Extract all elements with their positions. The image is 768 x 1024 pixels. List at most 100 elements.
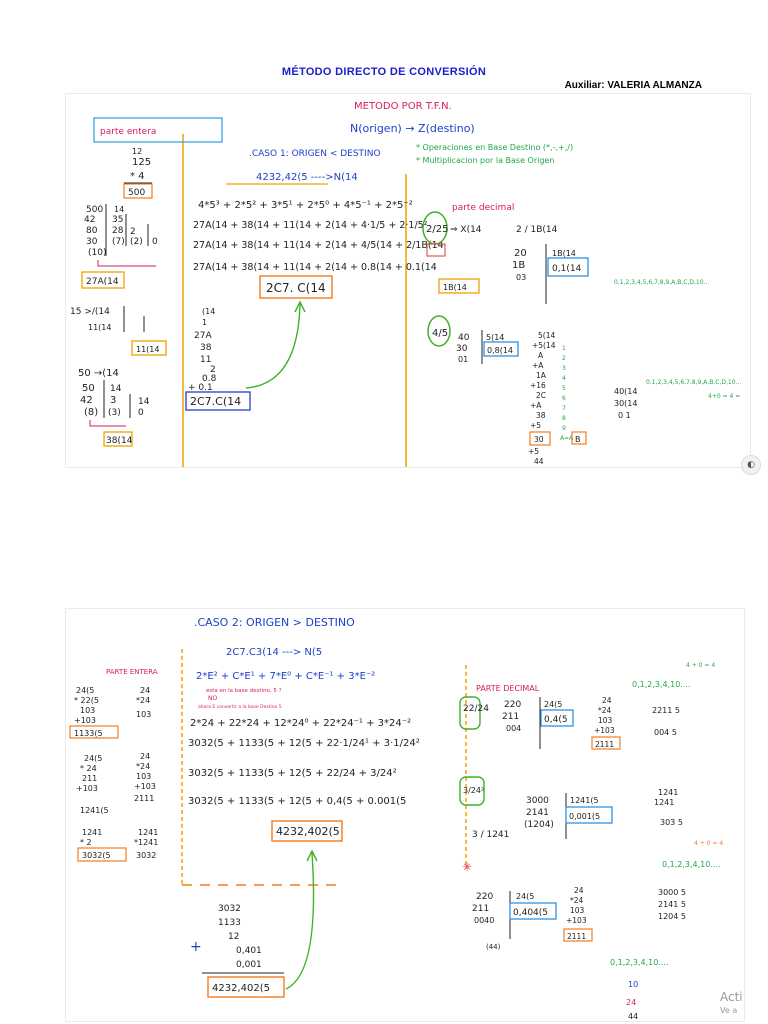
board1-conversion: 4232,42(5 ---->N(14 bbox=[256, 172, 358, 183]
sum-line: 1 bbox=[202, 318, 207, 327]
svg-text:+103: +103 bbox=[134, 782, 156, 791]
board1-result: 2C7. C(14 bbox=[266, 281, 326, 295]
q50: 3 bbox=[110, 395, 116, 406]
frac3: 3 / 1241 bbox=[472, 830, 509, 840]
divisor: 14 bbox=[138, 397, 150, 407]
q50: (3) bbox=[108, 408, 121, 418]
div2-result: 0,8(14 bbox=[487, 346, 513, 355]
sum-line: 12 bbox=[228, 932, 239, 942]
calc-l50: 50 →(14 bbox=[78, 368, 119, 379]
frac-45: 4/5 bbox=[432, 328, 448, 339]
board2-left-calc2: 24 *24 103 24 *24 103 +103 2111 1241 *12… bbox=[134, 686, 158, 860]
q: (2) bbox=[130, 237, 143, 247]
div2-d: 1241(5 bbox=[570, 796, 599, 805]
div-val: 03 bbox=[516, 273, 526, 282]
whiteboard-2-drawing: .CASO 2: ORIGEN > DESTINO 2C7.C3(14 --->… bbox=[69, 616, 723, 1021]
board1-rule1: * Operaciones en Base Destino (*,-,+,/) bbox=[416, 143, 573, 152]
div3: 220 bbox=[476, 892, 493, 902]
svg-text:103: 103 bbox=[136, 710, 151, 719]
div50: 50 bbox=[82, 383, 95, 394]
right-digits: 1 2 3 4 5 6 7 8 9 A=A bbox=[560, 345, 574, 442]
svg-text:*24: *24 bbox=[136, 762, 150, 771]
svg-text:1A: 1A bbox=[536, 371, 547, 380]
board1-line2: 27A(14 + 38(14 + 11(14 + 2(14 + 4·1/5 + … bbox=[193, 220, 428, 231]
sum-line: 3032 bbox=[218, 904, 241, 914]
board2-line3: 3032(5 + 1133(5 + 12(5 + 22/24 + 3/24² bbox=[188, 768, 397, 779]
div3-r: 0,404(5 bbox=[513, 908, 548, 918]
div2: 3000 bbox=[526, 796, 549, 806]
div1: 211 bbox=[502, 712, 519, 722]
svg-text:1241: 1241 bbox=[138, 828, 158, 837]
bottom-val: 44 bbox=[628, 1012, 638, 1021]
svg-text:+103: +103 bbox=[76, 784, 98, 793]
svg-text:211: 211 bbox=[82, 774, 97, 783]
div-val: 1B bbox=[512, 260, 525, 271]
sum-line: 1133 bbox=[218, 918, 241, 928]
svg-text:+103: +103 bbox=[594, 726, 615, 735]
svg-text:* 22(5: * 22(5 bbox=[74, 696, 99, 705]
board1-line4: 27A(14 + 38(14 + 11(14 + 2(14 + 0.8(14 +… bbox=[193, 262, 437, 273]
board1-rule2: * Multiplicacion por la Base Origen bbox=[416, 156, 554, 165]
sum-line: 11 bbox=[200, 355, 211, 365]
svg-text:+A: +A bbox=[530, 401, 542, 410]
svg-text:+16: +16 bbox=[530, 381, 546, 390]
board1-origin-dest: N(origen) → Z(destino) bbox=[350, 122, 475, 135]
bottom-val: 10 bbox=[628, 980, 638, 989]
sum-line: 2 bbox=[210, 365, 216, 375]
svg-text:*1241: *1241 bbox=[134, 838, 158, 847]
right-eq2: 4 + 0 = 4 bbox=[694, 840, 723, 847]
div3-d: 24(5 bbox=[516, 892, 534, 901]
scroll-indicator-icon[interactable]: ◐ bbox=[741, 455, 761, 475]
div-line: 42 bbox=[84, 215, 95, 225]
svg-text:+5: +5 bbox=[530, 421, 541, 430]
svg-text:1133(5: 1133(5 bbox=[74, 729, 103, 738]
asterisk: ✳ bbox=[462, 860, 472, 874]
right-eq: 4 + 0 = 4 bbox=[686, 662, 715, 669]
svg-text:*24: *24 bbox=[570, 896, 584, 905]
seq2: 0,1,2,3,4,5,6,7,8,9,A,B,C,D,10... bbox=[646, 379, 741, 386]
q: 2 bbox=[130, 227, 136, 237]
div50: 42 bbox=[80, 395, 93, 406]
small-div: 0 1 bbox=[618, 411, 631, 420]
whiteboard-case-1: METODO POR T.F.N. N(origen) → Z(destino)… bbox=[66, 94, 750, 467]
div-line: (10) bbox=[88, 248, 106, 258]
frac2: 3/24² bbox=[463, 786, 484, 795]
board2-right-calc: 2211 5 004 5 1241 1241 303 5 3000 5 2141… bbox=[652, 706, 686, 921]
calc-l15: 15 >/(14 bbox=[70, 307, 110, 317]
board1-line3: 27A(14 + 38(14 + 11(14 + 2(14 + 4/5(14 +… bbox=[193, 240, 444, 251]
svg-text:103: 103 bbox=[598, 716, 613, 725]
calc-res1: 27A(14 bbox=[86, 277, 119, 287]
svg-text:+5(14: +5(14 bbox=[532, 341, 556, 350]
board2-parte-decimal: PARTE DECIMAL bbox=[476, 684, 540, 693]
q: 28 bbox=[112, 226, 124, 236]
seq-b: 0,1,2,3,4,10.... bbox=[662, 860, 721, 869]
board2-line4: 3032(5 + 1133(5 + 12(5 + 0,4(5 + 0.001(5 bbox=[188, 796, 406, 807]
div-line: 80 bbox=[86, 226, 98, 236]
svg-text:3: 3 bbox=[562, 365, 566, 372]
div3: 0040 bbox=[474, 916, 494, 925]
svg-text:2111: 2111 bbox=[134, 794, 154, 803]
div2: (1204) bbox=[524, 820, 554, 830]
calc-mult-b: * 4 bbox=[130, 171, 145, 182]
div1-r: 0,4(5 bbox=[544, 715, 568, 725]
sum-line: 0,401 bbox=[236, 946, 262, 956]
board2-left-calc: 24(5 * 22(5 103 +103 1133(5 24(5 * 24 21… bbox=[69, 686, 127, 862]
sum-line: + 0.1 bbox=[188, 383, 213, 393]
sum-right-column: 5(14 +5(14 A +A 1A +16 2C +A 38 +5 30 +5… bbox=[528, 331, 556, 466]
svg-text:24: 24 bbox=[574, 886, 584, 895]
box-1B: 1B(14 bbox=[443, 283, 467, 292]
board1-expansion: 4*5³ + 2*5² + 3*5¹ + 2*5⁰ + 4*5⁻¹ + 2*5⁻… bbox=[198, 200, 413, 211]
svg-text:5: 5 bbox=[562, 385, 566, 392]
svg-text:3032(5: 3032(5 bbox=[82, 851, 111, 860]
q50: 0 bbox=[138, 408, 144, 418]
svg-text:+A: +A bbox=[532, 361, 544, 370]
sum-line: 0.8 bbox=[202, 374, 217, 384]
bottom-val: 24 bbox=[626, 998, 636, 1007]
div1: 220 bbox=[504, 700, 521, 710]
div-divisor: 1B(14 bbox=[552, 249, 576, 258]
div-val: 20 bbox=[514, 248, 527, 259]
svg-text:24(5: 24(5 bbox=[76, 686, 94, 695]
div2: 01 bbox=[458, 355, 468, 364]
svg-text:1241: 1241 bbox=[654, 798, 674, 807]
div-line: 30 bbox=[86, 237, 98, 247]
